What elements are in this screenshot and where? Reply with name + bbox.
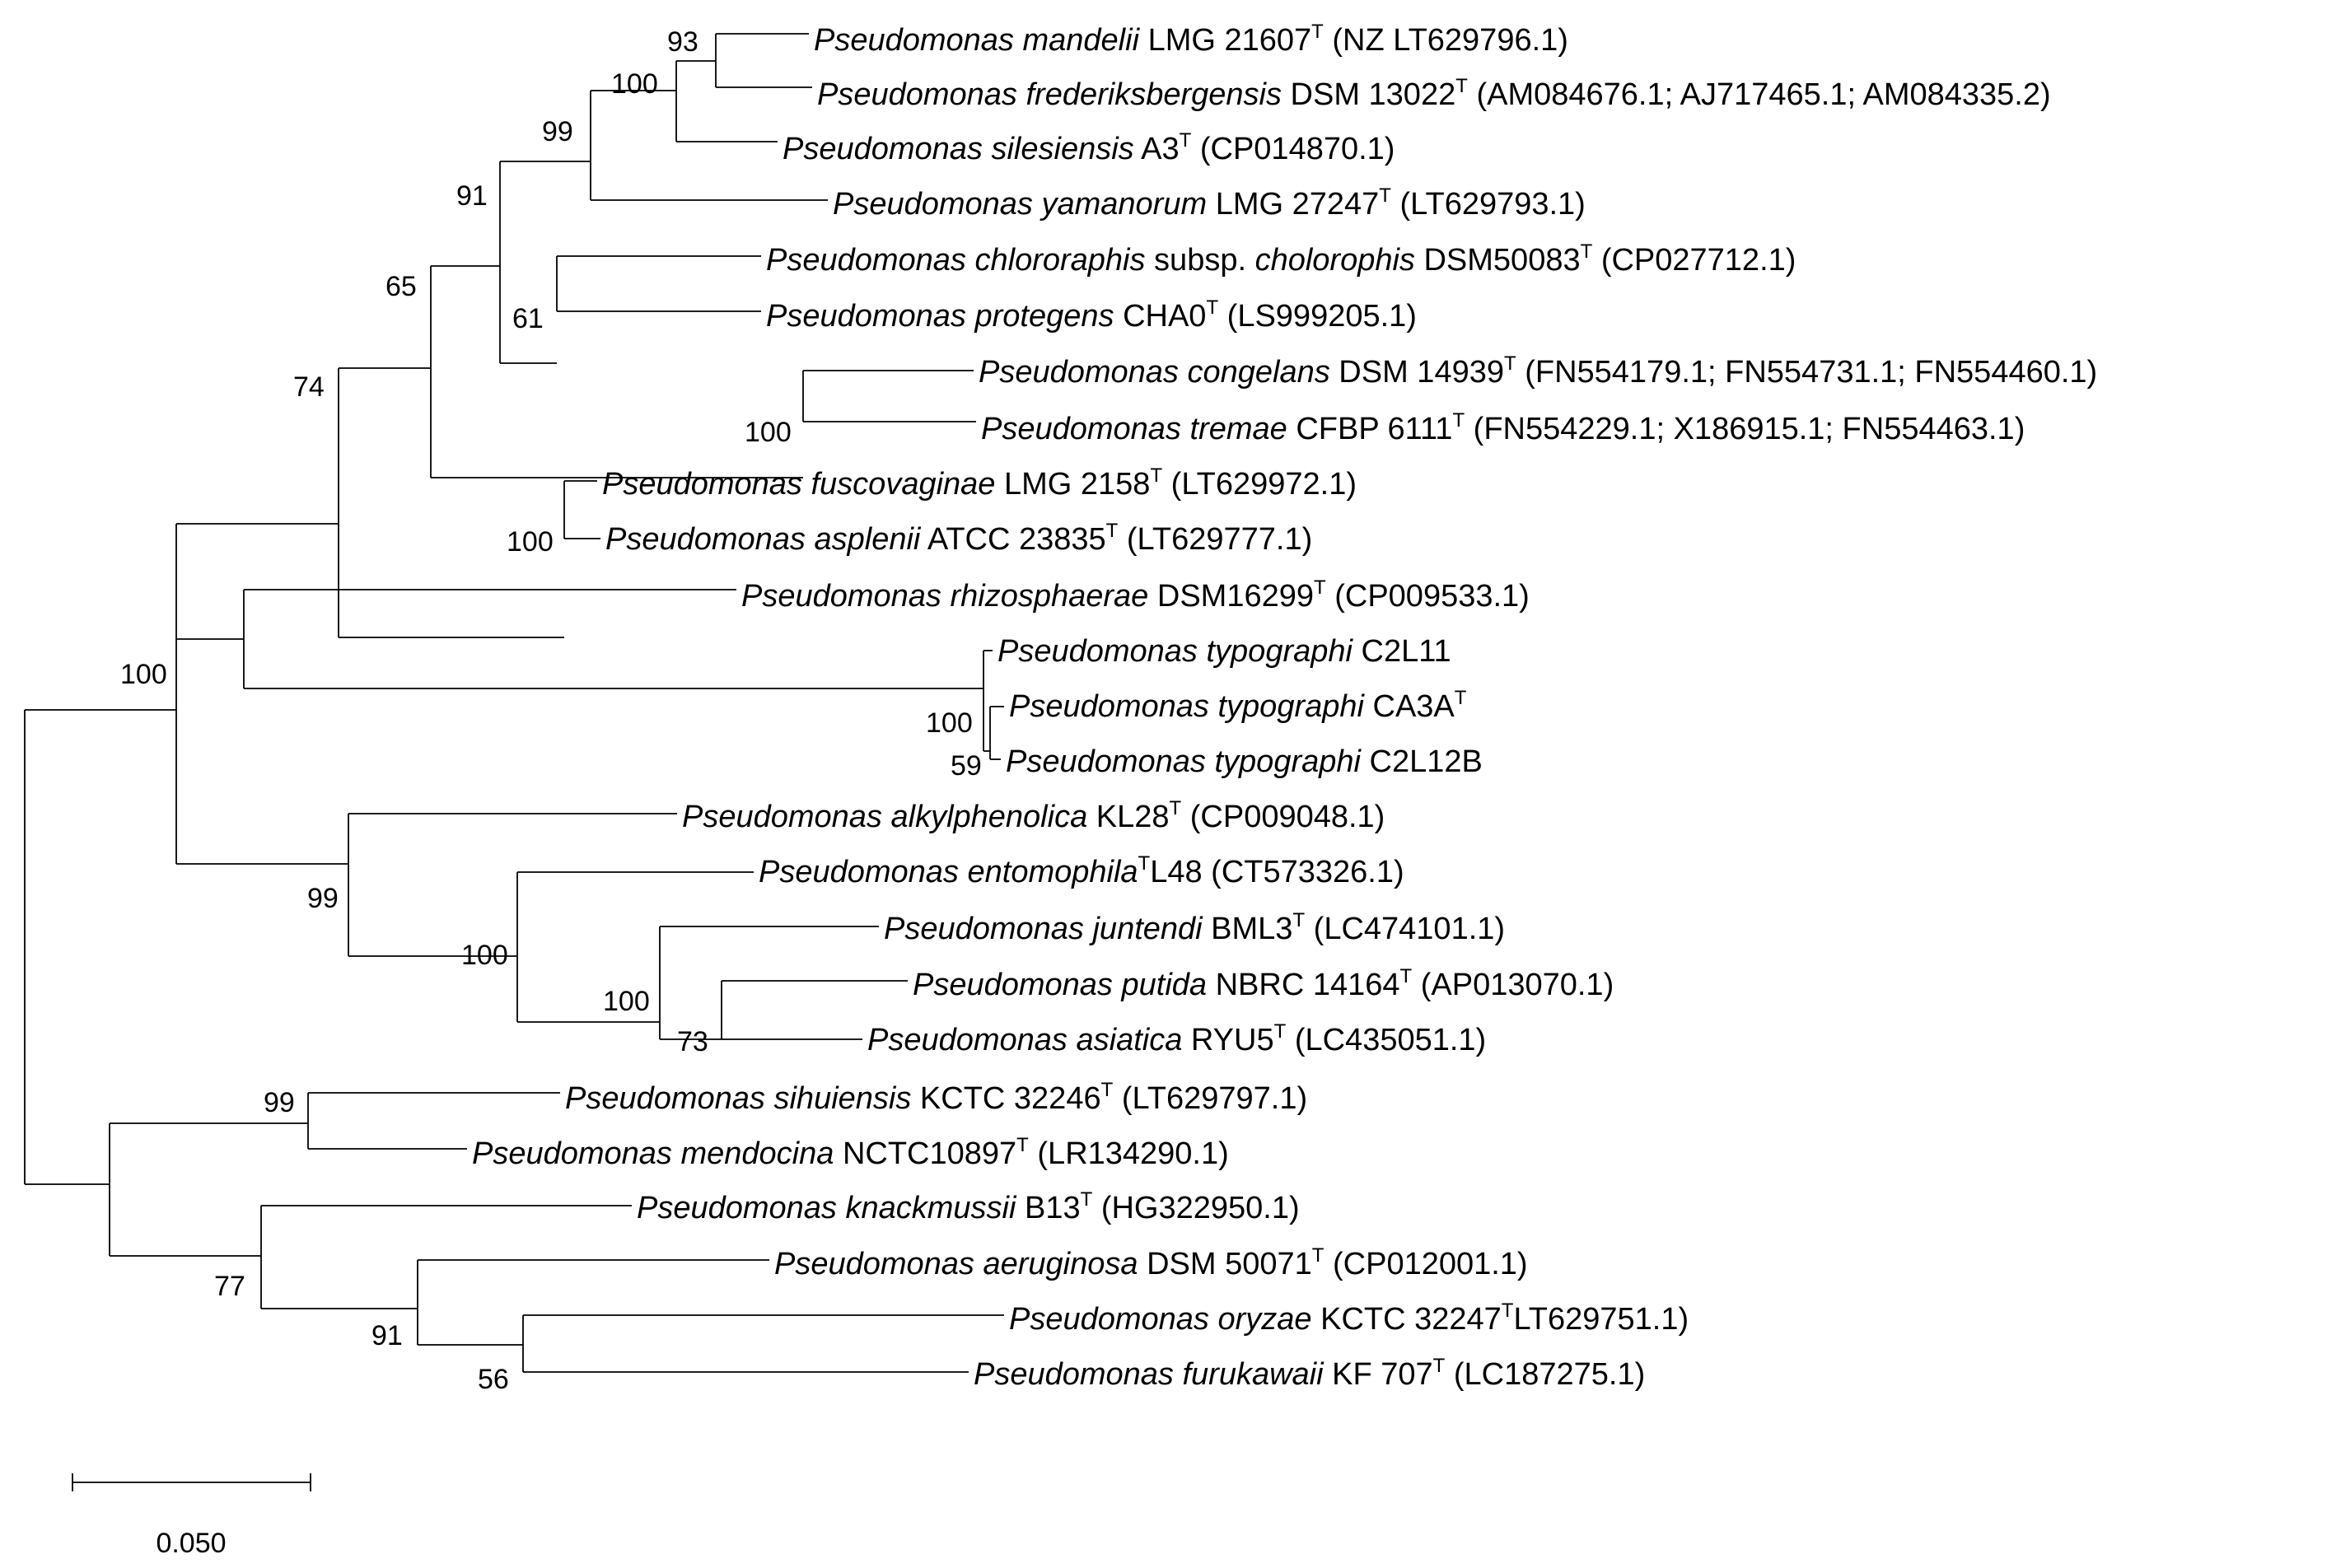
bootstrap-value: 100: [603, 986, 650, 1017]
bootstrap-value: 100: [507, 526, 554, 558]
bootstrap-value: 100: [461, 940, 508, 971]
taxon-labels: Pseudomonas mandelii LMG 21607T​ (NZ LT6…: [472, 21, 2097, 1392]
bootstrap-value: 100: [611, 68, 658, 100]
bootstrap-value: 61: [512, 303, 544, 334]
taxon-label-furukawaii: Pseudomonas furukawaii KF 707T​ (LC18727…: [974, 1355, 1645, 1392]
taxon-label-tremae: Pseudomonas tremae CFBP 6111T​ (FN554229…: [981, 409, 2025, 446]
taxon-label-silesiensis: Pseudomonas silesiensis A3T​ (CP014870.1…: [783, 129, 1395, 166]
scale-bar: 0.050: [72, 1473, 311, 1559]
bootstrap-value: 59: [951, 750, 982, 782]
taxon-label-frederiksbergensis: Pseudomonas frederiksbergensis DSM 13022…: [817, 75, 2051, 112]
bootstrap-value: 99: [264, 1087, 295, 1118]
taxon-label-asiatica: Pseudomonas asiatica RYU5T​ (LC435051.1): [867, 1020, 1486, 1057]
taxon-label-yamanorum: Pseudomonas yamanorum LMG 27247T​ (LT629…: [833, 184, 1586, 222]
taxon-label-typographi-c2l11: Pseudomonas typographi C2L11: [997, 634, 1451, 669]
taxon-label-fuscovaginae: Pseudomonas fuscovaginae LMG 2158T​ (LT6…: [602, 464, 1357, 502]
bootstrap-value: 77: [214, 1271, 245, 1302]
bootstrap-value: 91: [371, 1320, 403, 1351]
bootstrap-value: 100: [120, 659, 167, 690]
taxon-label-putida: Pseudomonas putida NBRC 14164T​ (AP01307…: [913, 965, 1614, 1002]
taxon-label-mandelii: Pseudomonas mandelii LMG 21607T​ (NZ LT6…: [814, 21, 1568, 58]
taxon-label-rhizosphaerae: Pseudomonas rhizosphaerae DSM16299T​ (CP…: [741, 576, 1530, 614]
taxon-label-chlororaphis: Pseudomonas chlororaphis subsp. cholorop…: [766, 240, 1796, 278]
bootstrap-values: 93 100 99 61 91 100 65 100 74 59 100 73 …: [120, 26, 982, 1395]
taxon-label-mendocina: Pseudomonas mendocina NCTC10897T​ (LR134…: [472, 1134, 1229, 1171]
bootstrap-value: 93: [667, 26, 698, 58]
bootstrap-value: 73: [677, 1026, 708, 1057]
taxon-label-alkylphenolica: Pseudomonas alkylphenolica KL28T​ (CP009…: [682, 797, 1385, 834]
taxon-label-oryzae: Pseudomonas oryzae KCTC 32247T​LT629751.…: [1009, 1300, 1689, 1337]
bootstrap-value: 65: [385, 271, 417, 302]
bootstrap-value: 99: [542, 116, 573, 147]
bootstrap-value: 74: [293, 371, 325, 403]
bootstrap-value: 56: [478, 1364, 509, 1395]
bootstrap-value: 91: [456, 180, 488, 212]
taxon-label-congelans: Pseudomonas congelans DSM 14939T​ (FN554…: [979, 352, 2097, 390]
bootstrap-value: 100: [926, 707, 973, 739]
taxon-label-entomophila: Pseudomonas entomophilaT​L48 (CT573326.1…: [759, 852, 1404, 889]
taxon-label-protegens: Pseudomonas protegens CHA0T​ (LS999205.1…: [766, 296, 1417, 334]
taxon-label-aeruginosa: Pseudomonas aeruginosa DSM 50071T​ (CP01…: [774, 1244, 1528, 1281]
scale-bar-label: 0.050: [156, 1528, 226, 1559]
taxon-label-typographi-ca3a: Pseudomonas typographi CA3AT​: [1009, 687, 1467, 724]
bootstrap-value: 99: [307, 883, 339, 914]
taxon-label-knackmussii: Pseudomonas knackmussii B13T​ (HG322950.…: [637, 1188, 1300, 1225]
taxon-label-asplenii: Pseudomonas asplenii ATCC 23835T​ (LT629…: [605, 520, 1312, 557]
tree-branches: [24, 33, 1004, 1373]
bootstrap-value: 100: [745, 417, 792, 448]
taxon-label-typographi-c2l12b: Pseudomonas typographi C2L12B: [1006, 744, 1483, 779]
taxon-label-juntendi: Pseudomonas juntendi BML3T​ (LC474101.1): [884, 909, 1505, 946]
taxon-label-sihuiensis: Pseudomonas sihuiensis KCTC 32246T​ (LT6…: [565, 1079, 1307, 1116]
